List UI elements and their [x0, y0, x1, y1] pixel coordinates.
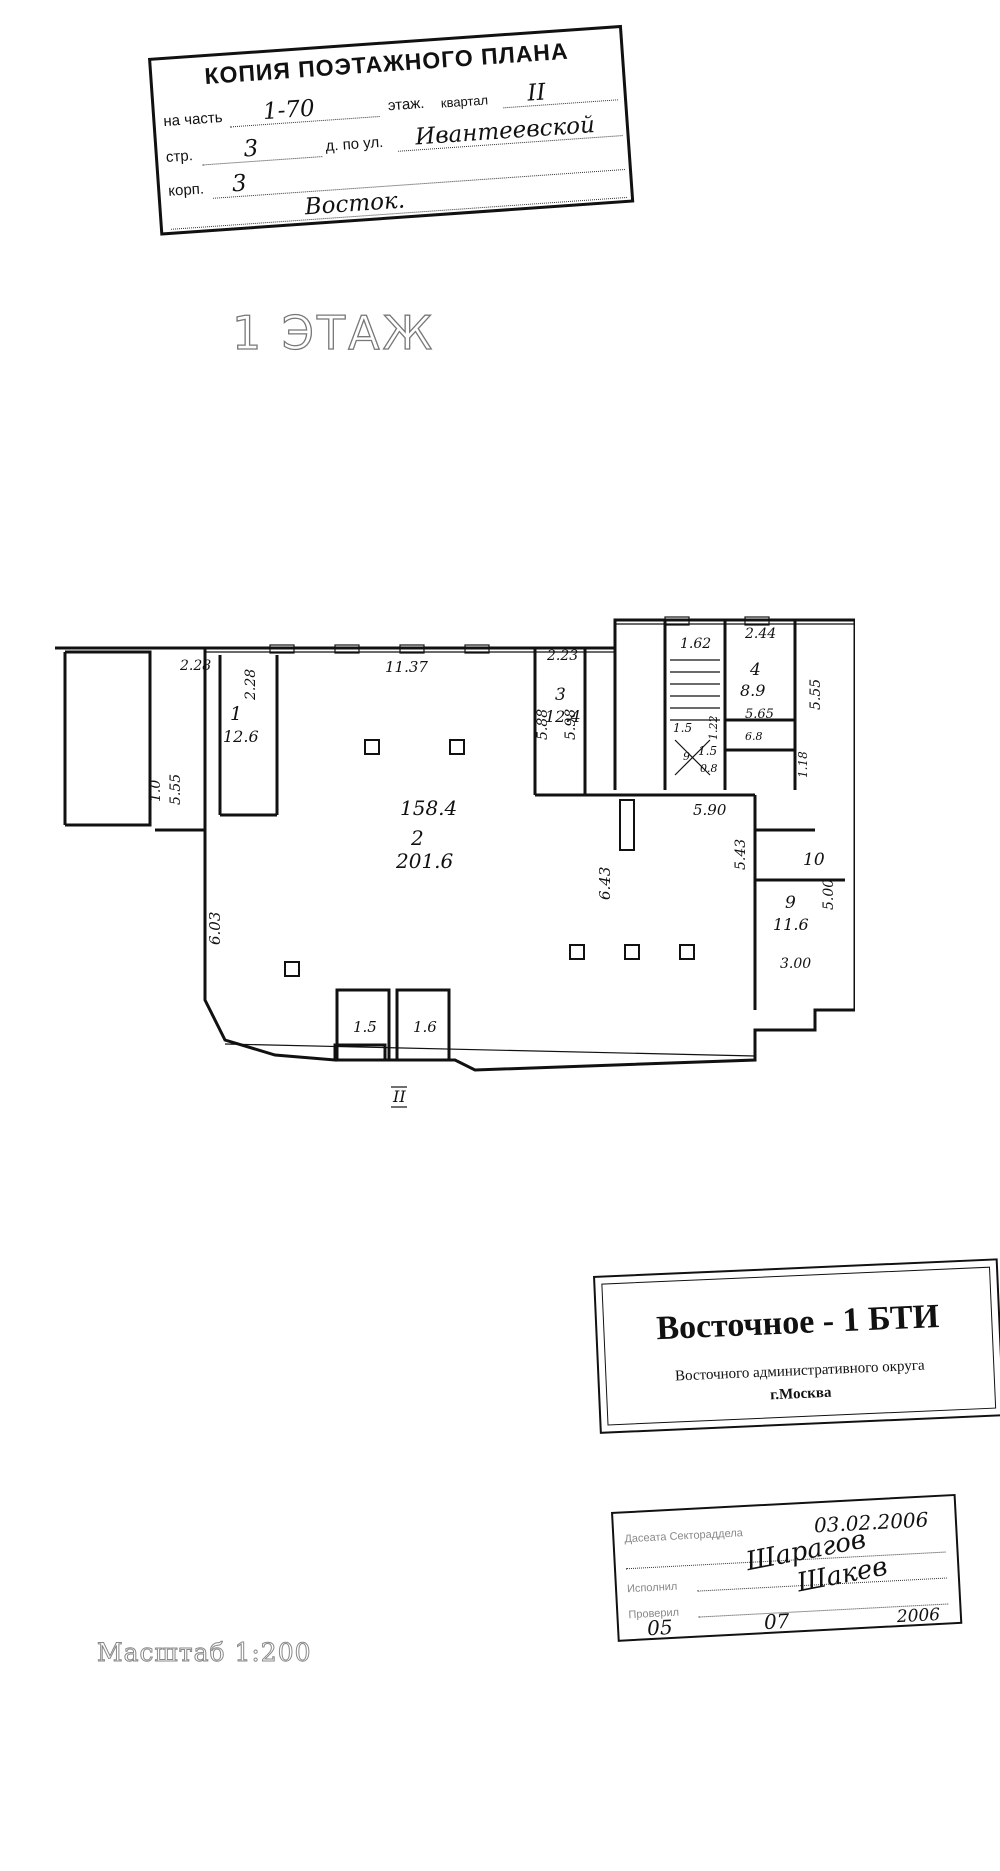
- room-4-number: 4: [749, 660, 761, 680]
- dim-r9-side-a: 5.43: [733, 839, 749, 870]
- room-2-number: 2: [410, 826, 424, 850]
- scale-label: Масштаб 1:200: [97, 1638, 312, 1668]
- label-part: на часть: [162, 108, 224, 131]
- room-9-number: 9: [785, 893, 796, 913]
- room-2-subarea: 158.4: [400, 796, 457, 820]
- vestibule-a-area: 1.5: [353, 1018, 377, 1036]
- str-value: 3: [242, 135, 260, 163]
- dim-r1-left: 5.55: [168, 774, 184, 805]
- room-3-area: 12.4: [545, 707, 581, 726]
- dim-small-a: 1.5: [698, 744, 717, 758]
- dim-r1-top: 2.28: [179, 658, 211, 674]
- room-2-area: 201.6: [395, 849, 454, 873]
- floor-plan: 1 12.6 158.4 2 201.6 3 12.4 4 8.9 9 11.6…: [55, 616, 855, 1108]
- dim-r1-left2: 1.0: [148, 780, 164, 802]
- bti-stamp: Восточное - 1 БТИ Восточного администрат…: [593, 1258, 1000, 1434]
- dim-hall-top: 11.37: [385, 658, 428, 676]
- dim-r5-top: 5.65: [745, 707, 774, 722]
- dim-r5-area: 6.8: [745, 730, 763, 743]
- label-house: д. по ул.: [325, 133, 384, 155]
- room-1-area: 12.6: [223, 727, 259, 746]
- columns: [284, 739, 695, 977]
- dim-hall-mid: 6.43: [596, 867, 614, 900]
- room-1-number: 1: [230, 703, 242, 725]
- dim-r3-side-b: 5.98: [563, 709, 579, 740]
- dim-r1-side: 2.28: [243, 669, 259, 701]
- label-kvart: квартал: [440, 92, 489, 111]
- dim-stair-small-a: 1.5: [673, 721, 692, 735]
- issue-day: 05: [646, 1614, 674, 1641]
- vestibule-b-area: 1.6: [413, 1018, 437, 1036]
- dim-hall-left: 6.03: [206, 912, 224, 945]
- dim-r9-bottom: 3.00: [780, 956, 811, 972]
- part-value: 1-70: [262, 95, 316, 126]
- bti-title: Восточное - 1 БТИ: [655, 1297, 940, 1348]
- label-floor: этаж.: [387, 94, 426, 115]
- floor-heading: 1 ЭТАЖ: [231, 305, 436, 360]
- label-str: стр.: [165, 147, 194, 166]
- title-stamp: КОПИЯ ПОЭТАЖНОГО ПЛАНА на часть 1-70 эта…: [148, 24, 635, 236]
- room-4-area: 8.9: [740, 681, 765, 700]
- dim-stair-top: 1.62: [680, 636, 711, 652]
- dim-small-b: 0.8: [700, 762, 718, 775]
- dim-r3-side-a: 5.88: [535, 709, 551, 740]
- dim-corridor: 5.90: [693, 801, 727, 819]
- dim-r4-side: 5.55: [808, 679, 824, 710]
- district-value: Восток.: [303, 187, 406, 221]
- dim-r4-top: 2.44: [744, 626, 776, 642]
- room-9-area: 11.6: [773, 915, 809, 934]
- issue-year: 2006: [896, 1604, 941, 1628]
- signature-stamp: Дасеата Сектораддела 03.02.2006 Шарагов …: [611, 1493, 963, 1642]
- kvart-value: II: [526, 79, 547, 107]
- outer-walls: [55, 618, 855, 1072]
- dim-r9-side-b: 5.00: [821, 879, 837, 910]
- room-3-number: 3: [555, 685, 566, 705]
- dim-stair-small-b: 1.22: [707, 716, 720, 741]
- detail-lines: [205, 616, 855, 1057]
- dim-r3-top: 2.23: [546, 648, 578, 664]
- dim-small-c: 9: [683, 750, 690, 763]
- issue-month: 07: [763, 1608, 791, 1635]
- dim-r6-side: 1.18: [796, 751, 810, 778]
- entrance-mark: II: [392, 1087, 406, 1106]
- room-10-number: 10: [803, 850, 825, 870]
